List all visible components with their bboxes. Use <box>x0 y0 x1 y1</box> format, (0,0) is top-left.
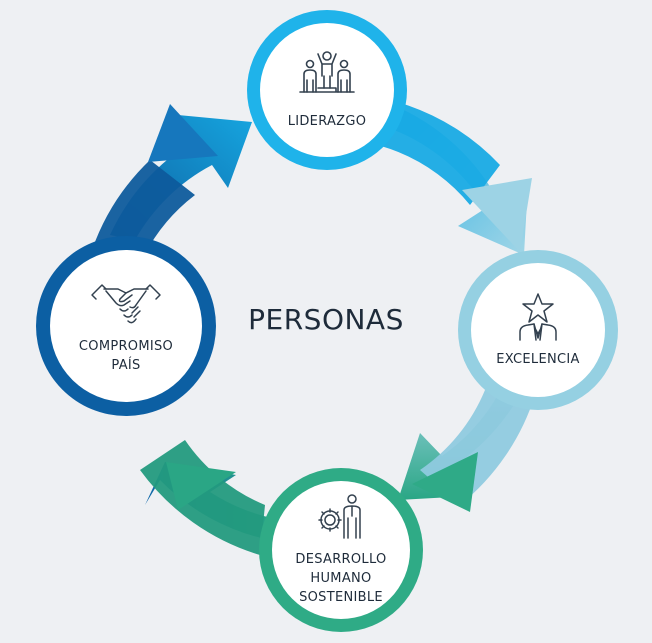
person-gear-icon <box>316 493 366 542</box>
handshake-icon <box>90 277 162 327</box>
node-label-desarrollo: DESARROLLO HUMANO SOSTENIBLE <box>295 551 387 605</box>
star-executive-icon <box>516 292 560 342</box>
podium-people-icon <box>298 50 356 100</box>
arrowhead-compromiso <box>166 462 236 510</box>
node-label-liderazgo: LIDERAZGO <box>287 113 367 129</box>
arrowhead-liderazgo <box>148 104 218 162</box>
node-label-excelencia: EXCELENCIA <box>496 351 580 367</box>
node-label-compromiso: COMPROMISO PAÍS <box>78 339 174 373</box>
node-compromiso: COMPROMISO PAÍS <box>36 236 216 416</box>
center-title: PERSONAS <box>248 303 404 336</box>
arrowhead-excelencia <box>462 178 532 252</box>
node-desarrollo: DESARROLLO HUMANO SOSTENIBLE <box>259 468 423 632</box>
arrowhead-desarrollo <box>412 452 478 512</box>
node-excelencia: EXCELENCIA <box>458 250 618 410</box>
node-liderazgo: LIDERAZGO <box>247 10 407 170</box>
